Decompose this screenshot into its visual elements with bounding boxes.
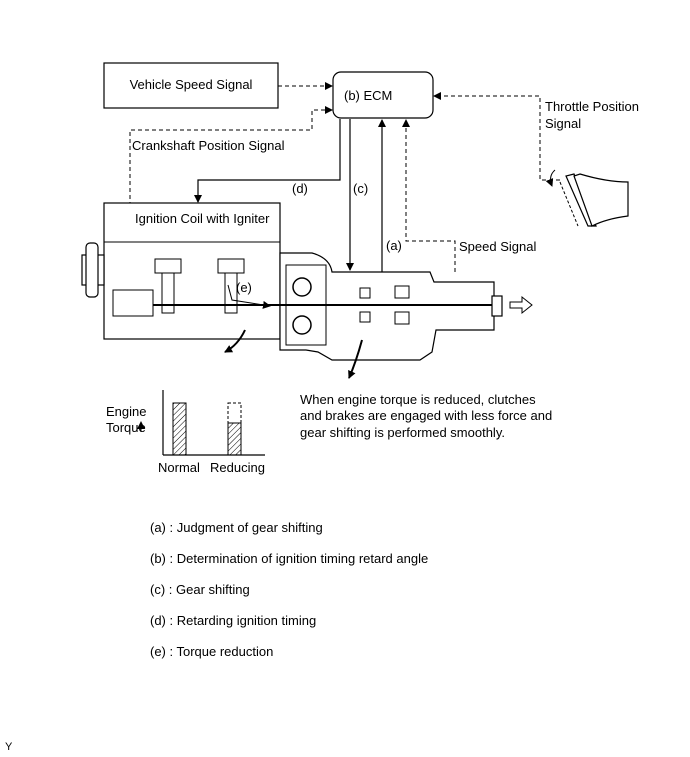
note-line3: gear shifting is performed smoothly.: [300, 425, 505, 440]
engine-curve-arrow: [224, 329, 246, 353]
engine-label: Engine: [106, 404, 146, 419]
torque-reduction-arrow: [227, 284, 271, 309]
throttle-label-line2: Signal: [545, 116, 581, 131]
speed-signal-line: [402, 119, 456, 272]
crankshaft-signal-label: Crankshaft Position Signal: [132, 138, 285, 153]
legend-item-c: (c) : Gear shifting: [150, 582, 250, 597]
legend-item-b: (b) : Determination of ignition timing r…: [150, 551, 429, 566]
reduced-torque-outline: [227, 402, 242, 424]
transmission-curve-arrow: [348, 339, 363, 379]
reducing-torque-bar: [227, 422, 242, 456]
legend-item-e: (e) : Torque reduction: [150, 644, 274, 659]
normal-label: Normal: [158, 460, 200, 475]
note-line1: When engine torque is reduced, clutches: [300, 392, 536, 407]
legend-item-a: (a) : Judgment of gear shifting: [150, 520, 323, 535]
throttle-signal-line: [433, 92, 560, 181]
reducing-label: Reducing: [210, 460, 265, 475]
label-e: (e): [236, 280, 252, 295]
accelerator-pedal-icon: [545, 169, 629, 227]
torque-comparison-chart: [137, 390, 265, 456]
legend-item-d: (d) : Retarding ignition timing: [150, 613, 317, 628]
vehicle-speed-signal-label: Vehicle Speed Signal: [130, 77, 253, 92]
label-a: (a): [386, 238, 402, 253]
throttle-label-line1: Throttle Position: [545, 99, 639, 114]
ignition-coil-label: Ignition Coil with Igniter: [135, 211, 270, 226]
vehicle-speed-signal-box: [103, 62, 279, 109]
label-d: (d): [292, 181, 308, 196]
retard-ignition-line: [194, 119, 341, 203]
torque-label: Torque: [106, 420, 146, 435]
crankshaft-signal-line: [129, 106, 333, 290]
ecm-label: (b) ECM: [344, 88, 392, 103]
note-line2: and brakes are engaged with less force a…: [300, 408, 552, 423]
speed-signal-label: Speed Signal: [459, 239, 536, 254]
transmission: [262, 252, 533, 361]
corner-mark: Y: [5, 741, 13, 753]
label-c: (c): [353, 181, 368, 196]
normal-torque-bar: [172, 402, 187, 456]
